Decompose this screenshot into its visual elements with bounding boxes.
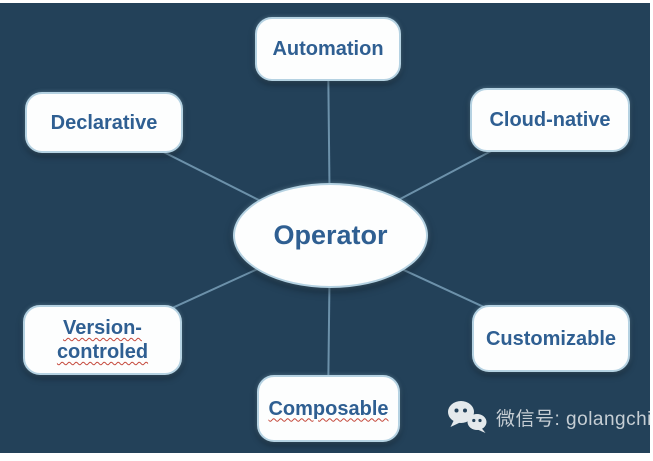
watermark-label: 微信号: golangchina [496, 408, 653, 430]
node-operator-center: Operator [233, 183, 428, 288]
node-customizable: Customizable [472, 305, 630, 372]
watermark: 微信号: golangchina [447, 399, 653, 435]
node-automation-label: Automation [272, 38, 384, 60]
node-version-label-line2: controled [56, 341, 149, 363]
wechat-icon [448, 401, 487, 433]
node-composable-label: Composable [268, 397, 389, 420]
node-declarative: Declarative [25, 92, 183, 153]
node-operator-label: Operator [273, 220, 388, 250]
node-version-label-line1: Version- [63, 317, 142, 339]
node-composable: Composable [257, 375, 400, 442]
node-version-controled: Version- controled [23, 305, 182, 375]
node-cloud-native-label: Cloud-native [489, 109, 611, 131]
node-customizable-label: Customizable [485, 327, 617, 350]
node-cloud-native: Cloud-native [470, 88, 630, 152]
node-automation: Automation [255, 17, 401, 81]
node-declarative-label: Declarative [50, 111, 158, 134]
